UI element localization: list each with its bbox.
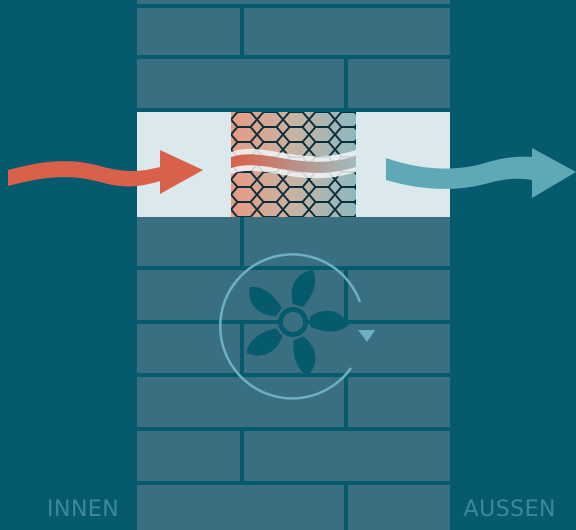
fan-icon bbox=[219, 253, 375, 400]
air-flow-through-core bbox=[231, 148, 356, 179]
wavy-arrow-right-icon bbox=[386, 148, 576, 198]
honeycomb-heat-exchanger-icon bbox=[231, 112, 356, 217]
brick-wall bbox=[137, 0, 450, 530]
warm-air-in-arrow bbox=[8, 150, 203, 194]
wall-body bbox=[137, 0, 450, 530]
rotation-arrow-icon bbox=[219, 253, 375, 400]
fan-blades bbox=[246, 270, 349, 376]
inside-label: INNEN bbox=[47, 497, 120, 522]
outside-label: AUSSEN bbox=[463, 497, 556, 522]
air-out-arrow bbox=[386, 148, 576, 198]
fan-hub-center bbox=[283, 312, 303, 332]
wavy-arrow-right-icon bbox=[8, 150, 203, 194]
